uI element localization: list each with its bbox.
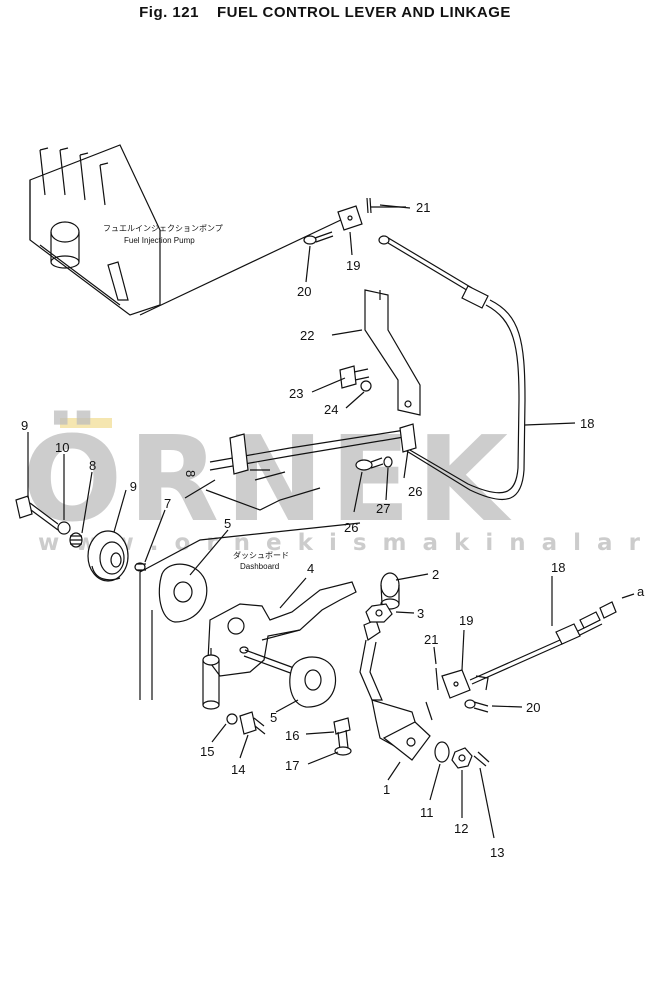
callout-8-rotated: 8 — [183, 470, 198, 477]
cotter-pin-13 — [473, 751, 490, 767]
callout-4: 4 — [307, 561, 314, 576]
callout-19: 19 — [346, 258, 360, 273]
callout-26: 26 — [344, 520, 358, 535]
callout-20-b: 20 — [526, 700, 540, 715]
bolt-16 — [333, 717, 352, 756]
figure-caption: FUEL CONTROL LEVER AND LINKAGE — [216, 4, 511, 21]
lower-clevis-pin — [464, 699, 489, 713]
figure-number: Fig. 121 — [139, 4, 199, 21]
callout-18: 18 — [580, 416, 594, 431]
watermark-brand: ÖRNEK — [22, 410, 514, 548]
dashboard-label-jp: ダッシュボード — [233, 550, 289, 560]
lever-nut-3 — [365, 603, 393, 623]
knob-6 — [87, 530, 129, 582]
callout-14: 14 — [231, 762, 245, 777]
callout-17: 17 — [285, 758, 299, 773]
control-cable — [378, 235, 526, 500]
callout-2: 2 — [432, 567, 439, 582]
washer-27 — [383, 456, 393, 468]
washer-11 — [434, 741, 450, 763]
callout-21: 21 — [416, 200, 430, 215]
callout-19-b: 19 — [459, 613, 473, 628]
bolt-9 — [15, 495, 59, 531]
callout-1: 1 — [383, 782, 390, 797]
washer-15 — [226, 713, 238, 725]
nut-12 — [451, 747, 473, 769]
callout-5-b: 5 — [270, 710, 277, 725]
arrow-a-label: a — [637, 584, 645, 599]
callouts: 21 19 20 22 23 24 18 9 10 8 6 7 5 8 26 2… — [21, 200, 594, 860]
callout-22: 22 — [300, 328, 314, 343]
lower-pin — [435, 667, 439, 691]
spring-tube — [202, 648, 220, 710]
leader-lines — [27, 204, 576, 839]
bolt-14 — [239, 711, 266, 735]
watermark-url: w w w . o r n e k i s m a k i n a l a r … — [38, 530, 650, 556]
upper-clevis-pin — [303, 231, 334, 245]
watermark: ÖRNEK w w w . o r n e k i s m a k i n a … — [22, 410, 650, 556]
bracket — [364, 289, 421, 416]
upper-pin — [366, 197, 372, 214]
callout-15: 15 — [200, 744, 214, 759]
callout-13: 13 — [490, 845, 504, 860]
callout-9: 9 — [21, 418, 28, 433]
callout-18-b: 18 — [551, 560, 565, 575]
cable-clamp-left — [184, 423, 417, 511]
control-lever — [359, 572, 433, 761]
pump-label-en: Fuel Injection Pump — [124, 236, 195, 245]
pin-7 — [134, 562, 146, 572]
callout-27: 27 — [376, 501, 390, 516]
washer-10 — [57, 521, 71, 535]
lower-cable — [469, 601, 617, 691]
watermark-accent — [60, 418, 112, 428]
bolt-23 — [339, 365, 370, 389]
callout-16: 16 — [285, 728, 299, 743]
plate-4 — [207, 581, 357, 677]
callout-21-b: 21 — [424, 632, 438, 647]
callout-20: 20 — [297, 284, 311, 299]
bolt-26 — [355, 457, 384, 471]
friction-washer-upper — [158, 563, 208, 623]
lower-clevis — [441, 669, 471, 699]
friction-washer-lower — [289, 656, 337, 708]
washer-24 — [360, 380, 372, 392]
callout-24: 24 — [324, 402, 338, 417]
pump-label-jp: フュエルインジェクションポンプ — [103, 224, 223, 233]
upper-rod — [139, 217, 346, 316]
callout-6: 6 — [130, 479, 137, 494]
spring-8 — [69, 532, 83, 548]
callout-11: 11 — [420, 805, 434, 820]
callout-12: 12 — [454, 821, 468, 836]
figure-title: Fig. 121 FUEL CONTROL LEVER AND LINKAGE — [0, 4, 650, 21]
callout-5: 5 — [224, 516, 231, 531]
callout-7: 7 — [164, 496, 171, 511]
dashboard-label-en: Dashboard — [240, 562, 279, 571]
callout-8: 8 — [89, 458, 96, 473]
callout-10: 10 — [55, 440, 69, 455]
arrow-a-line — [621, 593, 635, 599]
callout-3: 3 — [417, 606, 424, 621]
dashboard-panel — [139, 522, 361, 700]
upper-clevis — [337, 205, 363, 231]
callout-23: 23 — [289, 386, 303, 401]
callout-26-b: 26 — [408, 484, 422, 499]
